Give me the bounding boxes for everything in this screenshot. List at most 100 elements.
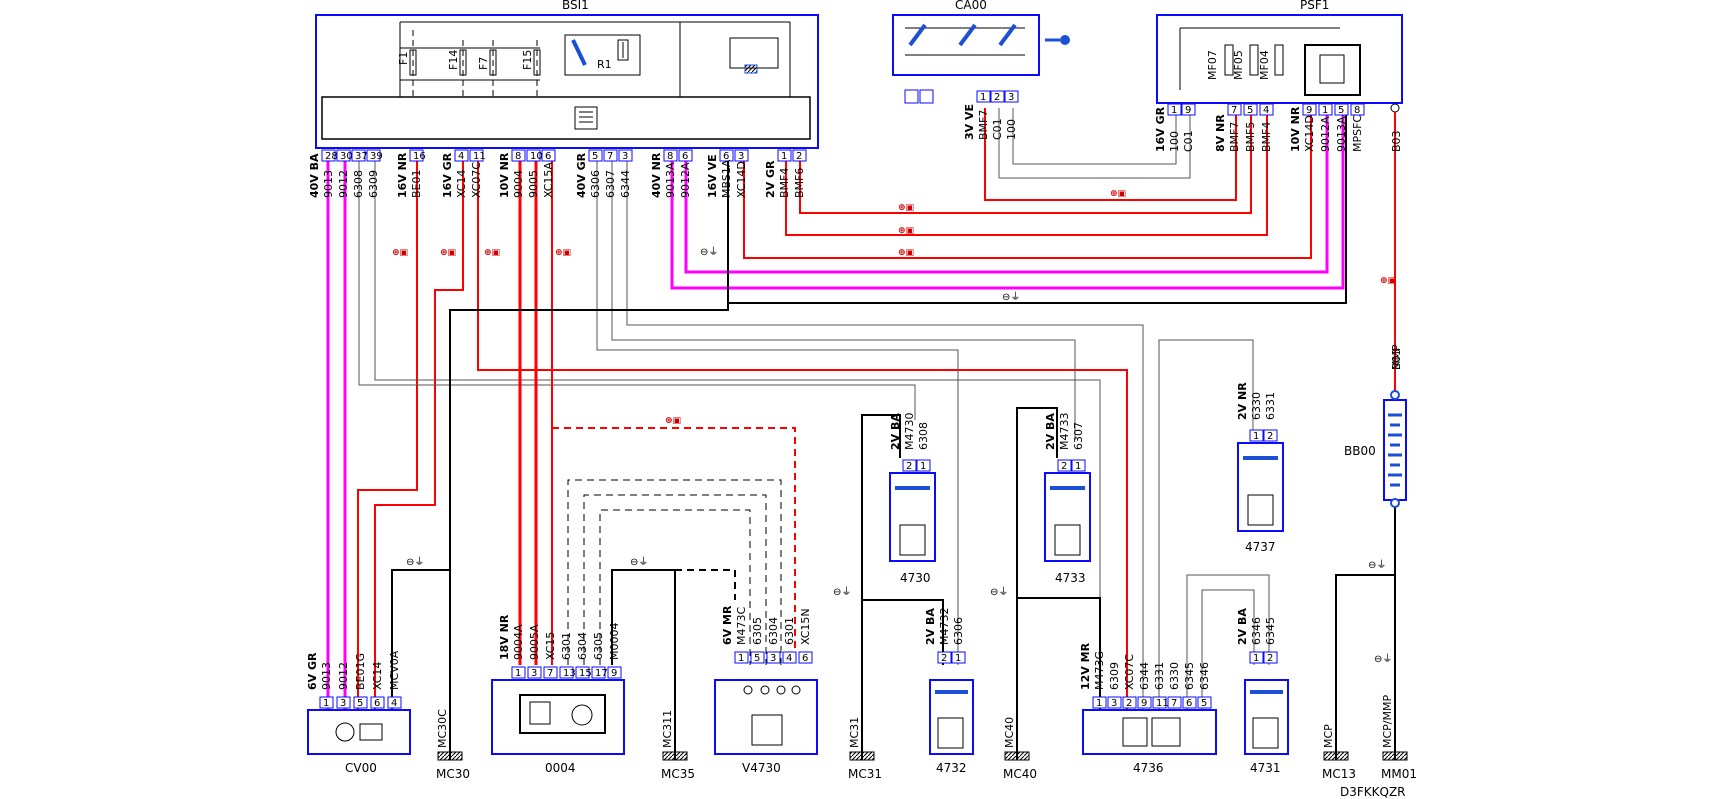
pin-box: [1137, 696, 1152, 709]
pin-number: 5: [754, 653, 760, 664]
psf1-box[interactable]: MF07 MF05 MF04: [1156, 14, 1403, 113]
connector-header: 3V VE: [963, 104, 976, 140]
wire-label: 9012: [337, 662, 350, 690]
pin-box: [1243, 103, 1258, 116]
ground-wire-label: MC30C: [436, 709, 449, 748]
cv00-box[interactable]: [307, 709, 411, 755]
c4733-box[interactable]: [1044, 472, 1091, 562]
pin-box: [750, 651, 765, 664]
c0004-label: 0004: [545, 761, 576, 775]
pin-number: 1: [980, 92, 986, 103]
pin-box: [1227, 103, 1242, 116]
power-marker: ⊕▣: [440, 248, 456, 258]
pin-number: 6: [723, 151, 729, 162]
wire-label: 6301: [560, 632, 573, 660]
wire-label: C01: [991, 118, 1004, 140]
wire-label: B03: [1390, 348, 1403, 370]
bb00-label: BB00: [1344, 444, 1376, 458]
fuse-f1: F1: [397, 52, 410, 65]
wire-label: 6307: [1072, 422, 1085, 450]
wire-label: 6309: [367, 170, 380, 198]
pin-box: [370, 696, 385, 709]
pin-number: 1: [955, 653, 961, 664]
pin-box: [734, 149, 749, 162]
pin-box: [618, 149, 633, 162]
wire-label: BMF5: [1244, 122, 1257, 152]
connector-header: 2V BA: [889, 413, 902, 450]
pin-box: [527, 666, 542, 679]
pin-number: 4: [391, 698, 397, 709]
wire-label: 9013: [322, 170, 335, 198]
connector-header: 40V BA: [308, 153, 321, 198]
c0004-box[interactable]: [491, 679, 625, 755]
fuse-mf07: MF07: [1206, 50, 1219, 80]
pin-number: 9: [1141, 698, 1147, 709]
c4737-box[interactable]: [1237, 442, 1284, 532]
pin-number: 2: [1126, 698, 1132, 709]
wire-label: 6309: [1108, 662, 1121, 690]
pin-number: 2: [906, 461, 912, 472]
pin-number: 7: [1231, 105, 1237, 116]
bb00-box[interactable]: [1383, 390, 1407, 508]
wire-label: 6346: [1198, 662, 1211, 690]
pin-box: [792, 149, 807, 162]
pin-box: [319, 696, 334, 709]
c4731-box[interactable]: [1244, 679, 1289, 755]
pin-number: 2: [796, 151, 802, 162]
wire-label: 6304: [767, 617, 780, 645]
power-marker: ⊕▣: [555, 248, 571, 258]
pin-box: [469, 149, 484, 162]
pin-number: 5: [357, 698, 363, 709]
pin-number: 2: [1267, 431, 1273, 442]
pin-number: 7: [1171, 698, 1177, 709]
pin-box: [511, 149, 526, 162]
pin-number: 3: [1008, 92, 1014, 103]
pin-number: 3: [340, 698, 346, 709]
c4736-box[interactable]: [1082, 709, 1217, 755]
pin-number: 11: [1156, 698, 1169, 709]
pin-box: [1057, 459, 1072, 472]
connector-header: 10V NR: [498, 152, 511, 198]
wire-label: 9004A: [512, 624, 525, 660]
connector-header: 16V NR: [396, 152, 409, 198]
pin-box: [1302, 103, 1317, 116]
wire-label: MPSFC: [1351, 115, 1364, 152]
wire-label: 9004: [512, 170, 525, 198]
pin-box: [777, 149, 792, 162]
pin-number: 3: [770, 653, 776, 664]
pin-box: [798, 651, 813, 664]
power-marker: ⊕▣: [484, 248, 500, 258]
pin-box: [321, 149, 336, 162]
ca00-box[interactable]: [892, 14, 1070, 104]
pin-number: 7: [547, 668, 553, 679]
c4732-box[interactable]: [929, 679, 974, 755]
v4730-box[interactable]: [714, 679, 818, 755]
pin-box: [663, 149, 678, 162]
c4736-label: 4736: [1133, 761, 1164, 775]
pin-number: 1: [1171, 105, 1177, 116]
pin-number: 3: [1111, 698, 1117, 709]
pin-box: [526, 149, 541, 162]
connector-header: 16V GR: [441, 152, 454, 198]
wire-label: 6330: [1168, 662, 1181, 690]
c4730-box[interactable]: [889, 472, 936, 562]
pin-box: [353, 696, 368, 709]
pin-number: 1: [738, 653, 744, 664]
wire-label: M4732: [938, 608, 951, 646]
pin-number: 5: [1201, 698, 1207, 709]
pin-number: 5: [592, 151, 598, 162]
ground-label: MC31: [848, 767, 882, 781]
wire-label: 6331: [1264, 392, 1277, 420]
ground-label: MC30: [436, 767, 470, 781]
pin-box: [336, 696, 351, 709]
bsi1-box[interactable]: F1 F14 F7 F15 R1: [315, 14, 819, 149]
